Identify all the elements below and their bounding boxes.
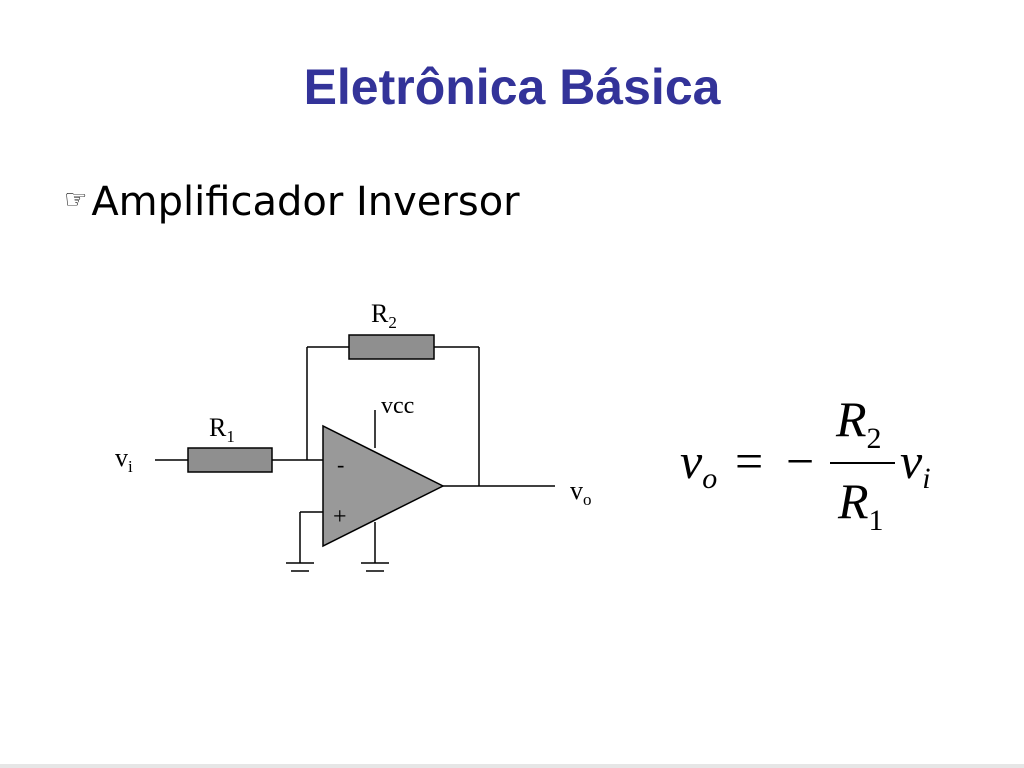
vi-letter: v <box>115 443 128 472</box>
resistor-r1 <box>187 447 273 473</box>
r2-subscript: 2 <box>388 313 397 332</box>
vo-letter: v <box>570 476 583 505</box>
formula-denominator-subscript: 1 <box>869 504 884 537</box>
ground-symbols <box>286 562 389 572</box>
formula-numerator-subscript: 2 <box>867 422 882 455</box>
slide-footer-divider <box>0 764 1024 768</box>
formula-lhs: vo <box>680 433 717 495</box>
opamp-minus-label: - <box>337 452 344 477</box>
pointing-hand-icon: ☞ <box>64 185 88 215</box>
opamp-triangle <box>322 424 445 548</box>
formula-vi-letter: v <box>900 433 923 489</box>
slide-title: Eletrônica Básica <box>303 59 721 115</box>
r1-letter: R <box>209 413 227 442</box>
formula-denominator-letter: R <box>837 473 869 529</box>
formula-rhs: vi <box>900 433 931 495</box>
formula-numerator: R2 <box>835 391 882 455</box>
formula-vo-letter: v <box>680 433 703 489</box>
formula-equals: = <box>735 433 763 489</box>
formula-vi-subscript: i <box>922 462 930 495</box>
bullet-item: ☞ Amplificador Inversor <box>64 182 520 222</box>
r1-label: R1 <box>209 413 235 446</box>
formula-minus: − <box>786 433 814 489</box>
bullet-text: Amplificador Inversor <box>91 179 520 225</box>
formula-denominator: R1 <box>837 473 884 537</box>
formula-numerator-letter: R <box>835 391 867 447</box>
r2-letter: R <box>371 299 389 328</box>
r1-subscript: 1 <box>226 427 235 446</box>
vo-subscript: o <box>583 490 592 509</box>
opamp-plus-label: + <box>333 504 347 530</box>
vi-label: vi <box>115 443 133 476</box>
vcc-label: vcc <box>381 393 414 419</box>
gain-formula: vo = − R2 R1 vi <box>680 391 931 537</box>
vo-label: vo <box>570 476 592 509</box>
formula-vo-subscript: o <box>702 462 717 495</box>
resistor-r2 <box>348 334 435 360</box>
vi-subscript: i <box>128 457 133 476</box>
circuit-wires <box>155 346 555 563</box>
r2-label: R2 <box>371 299 397 332</box>
